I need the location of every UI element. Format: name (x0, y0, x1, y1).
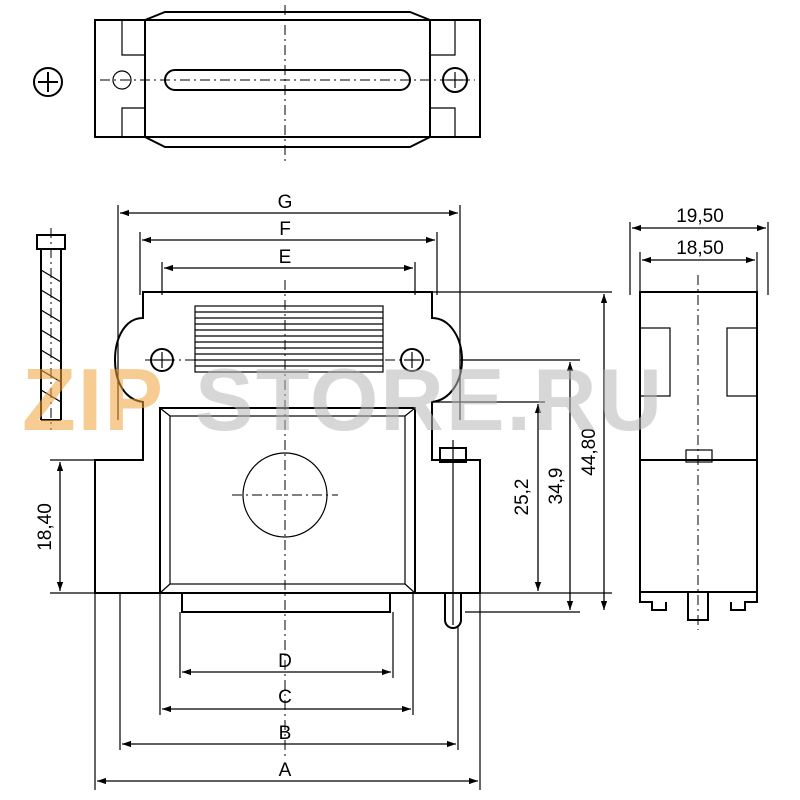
watermark-brand-b: STORE.RU (195, 350, 664, 449)
dim-label-e: E (279, 247, 292, 268)
dim-label-c: C (278, 687, 292, 708)
front-view-opening (159, 407, 416, 594)
dim-label-34-9: 34,9 (546, 468, 567, 505)
dim-label-d: D (278, 651, 292, 672)
dimension-labels: G F E D C B A 44,80 34,9 25,2 18,40 19,5… (35, 192, 724, 781)
loose-screw-icon (36, 228, 66, 430)
dim-label-g: G (278, 192, 293, 213)
watermark-brand-a: ZIP (22, 350, 165, 449)
screw-symbol-icon (33, 67, 63, 97)
dim-label-18-50: 18,50 (676, 238, 724, 259)
front-view-outline (94, 291, 481, 613)
dim-label-18-40: 18,40 (35, 503, 56, 551)
dim-label-19-50: 19,50 (676, 206, 724, 227)
dimension-lines (50, 205, 769, 790)
top-view-shell (144, 11, 431, 148)
watermark-logo: ZIP STORE.RU (22, 350, 664, 449)
top-view-hole-left (112, 70, 132, 90)
front-view-latch-pin (439, 440, 467, 629)
top-view (33, 5, 481, 165)
dim-label-f: F (279, 219, 291, 240)
top-view-body (94, 19, 481, 138)
dim-label-44-80: 44,80 (579, 428, 600, 476)
dim-label-a: A (279, 760, 292, 781)
side-view (639, 275, 758, 630)
dim-label-b: B (279, 723, 292, 744)
dim-label-25-2: 25,2 (512, 479, 533, 516)
